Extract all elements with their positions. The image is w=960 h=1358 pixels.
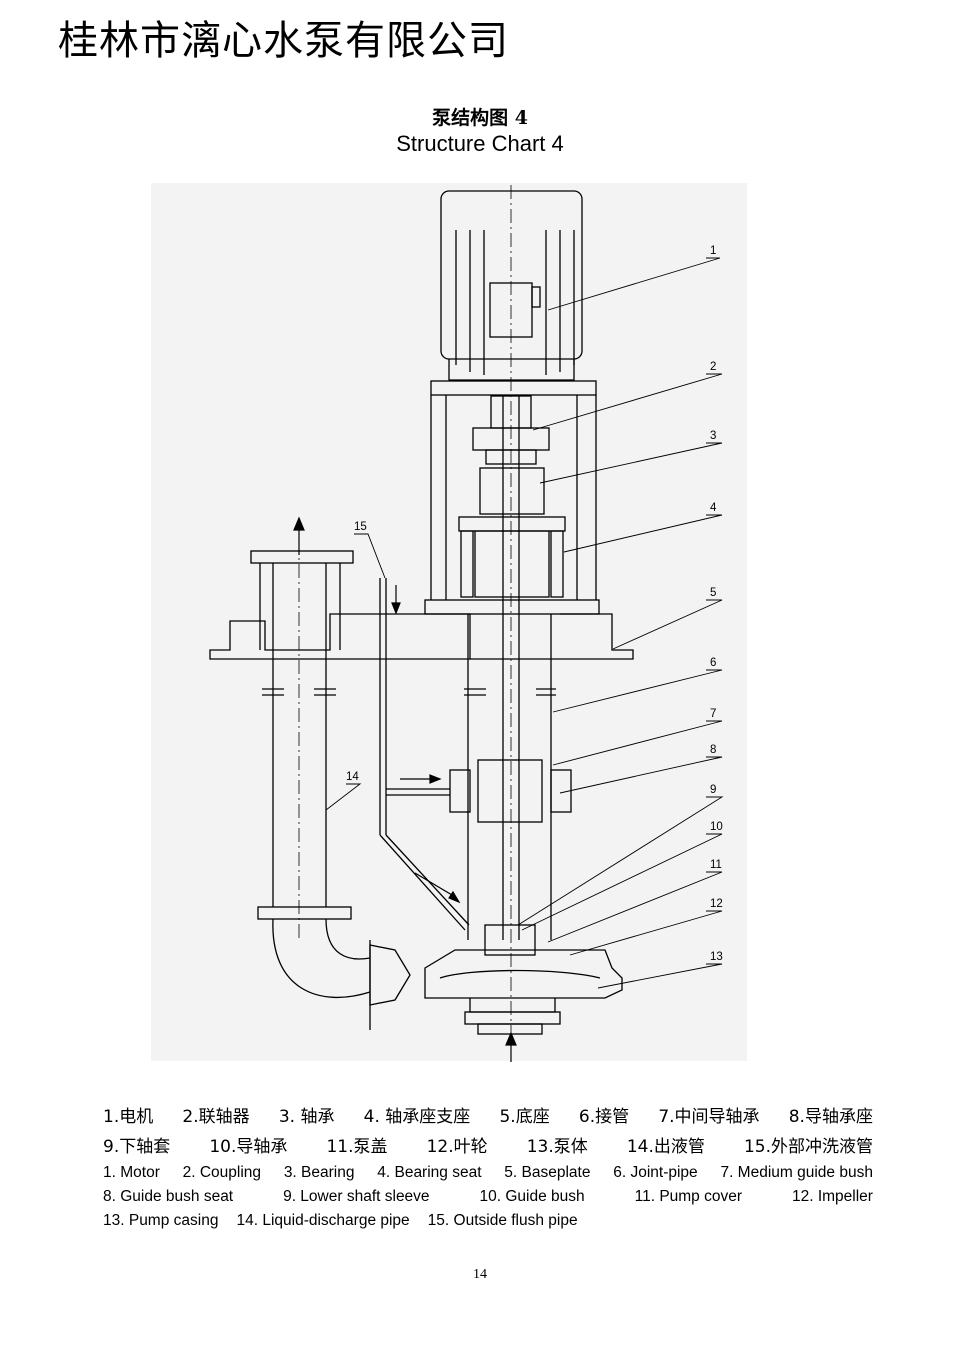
callout-10: 10 bbox=[710, 821, 723, 833]
legend-item: 11.泵盖 bbox=[326, 1137, 388, 1157]
legend-item: 9.下轴套 bbox=[103, 1137, 171, 1157]
callout-5: 5 bbox=[710, 587, 716, 599]
legend-item: 8.导轴承座 bbox=[788, 1107, 873, 1127]
legend-item: 11. Pump cover bbox=[634, 1188, 743, 1205]
legend-item: 1. Motor bbox=[103, 1164, 160, 1181]
pump-casing-drawing bbox=[424, 924, 623, 1035]
bearing-stand-drawing bbox=[424, 380, 600, 615]
legend-item: 12.叶轮 bbox=[426, 1137, 488, 1157]
legend-item: 14. Liquid-discharge pipe bbox=[236, 1212, 410, 1229]
motor-drawing bbox=[440, 190, 583, 381]
legend-en-row-1: 1. Motor 2. Coupling 3. Bearing 4. Beari… bbox=[103, 1161, 873, 1185]
legend-item: 12. Impeller bbox=[791, 1188, 873, 1205]
legend-item: 3. 轴承 bbox=[278, 1107, 335, 1127]
callout-15: 15 bbox=[354, 521, 367, 533]
joint-pipe-drawing bbox=[449, 395, 572, 940]
legend-item: 2.联轴器 bbox=[182, 1107, 250, 1127]
legend-item: 13.泵体 bbox=[526, 1137, 588, 1157]
legend-item: 15.外部冲洗液管 bbox=[743, 1137, 873, 1157]
company-name: 桂林市漓心水泵有限公司 bbox=[58, 18, 509, 64]
legend-item: 4. Bearing seat bbox=[377, 1164, 482, 1181]
legend-item: 10. Guide bush bbox=[479, 1188, 585, 1205]
discharge-pipe-drawing bbox=[250, 550, 411, 1030]
callout-6: 6 bbox=[710, 657, 716, 669]
callout-7: 7 bbox=[710, 708, 716, 720]
baseplate-drawing bbox=[209, 613, 634, 660]
legend-item: 7. Medium guide bush bbox=[720, 1164, 873, 1181]
legend-en-row-2: 8. Guide bush seat 9. Lower shaft sleeve… bbox=[103, 1185, 873, 1209]
legend-cn-row-2: 9.下轴套 10.导轴承 11.泵盖 12.叶轮 13.泵体 14.出液管 15… bbox=[103, 1132, 873, 1162]
legend-item: 1.电机 bbox=[103, 1107, 154, 1127]
legend-item: 8. Guide bush seat bbox=[103, 1188, 234, 1205]
legend-item: 9. Lower shaft sleeve bbox=[283, 1188, 430, 1205]
legend-item: 10.导轴承 bbox=[209, 1137, 288, 1157]
legend-cn: 1.电机 2.联轴器 3. 轴承 4. 轴承座支座 5.底座 6.接管 7.中间… bbox=[103, 1102, 873, 1162]
legend-en-row-3: 13. Pump casing 14. Liquid-discharge pip… bbox=[103, 1209, 873, 1233]
diagram-background bbox=[151, 183, 747, 1061]
page-number: 14 bbox=[473, 1267, 487, 1282]
callout-4: 4 bbox=[710, 502, 717, 514]
legend-item: 15. Outside flush pipe bbox=[427, 1212, 578, 1229]
legend-item: 3. Bearing bbox=[283, 1164, 355, 1181]
legend-item: 4. 轴承座支座 bbox=[363, 1107, 471, 1127]
callout-14: 14 bbox=[346, 771, 359, 783]
legend-item: 14.出液管 bbox=[626, 1137, 705, 1157]
callout-2: 2 bbox=[710, 361, 716, 373]
chart-title-en: Structure Chart 4 bbox=[396, 131, 564, 156]
legend-item: 5.底座 bbox=[499, 1107, 550, 1127]
callout-9: 9 bbox=[710, 784, 716, 796]
callout-3: 3 bbox=[710, 430, 716, 442]
callout-12: 12 bbox=[710, 898, 723, 910]
callout-8: 8 bbox=[710, 744, 716, 756]
chart-title-cn: 泵结构图 4 bbox=[432, 107, 528, 129]
legend-item: 6. Joint-pipe bbox=[613, 1164, 698, 1181]
legend-en: 1. Motor 2. Coupling 3. Bearing 4. Beari… bbox=[103, 1161, 873, 1233]
legend-item: 7.中间导轴承 bbox=[658, 1107, 760, 1127]
legend-cn-row-1: 1.电机 2.联轴器 3. 轴承 4. 轴承座支座 5.底座 6.接管 7.中间… bbox=[103, 1102, 873, 1132]
legend-item: 5. Baseplate bbox=[504, 1164, 591, 1181]
callout-11: 11 bbox=[710, 859, 722, 871]
legend-item: 6.接管 bbox=[578, 1107, 630, 1127]
legend-item: 13. Pump casing bbox=[103, 1212, 219, 1229]
flush-pipe-drawing bbox=[379, 578, 470, 931]
callout-1: 1 bbox=[710, 245, 716, 257]
legend-item: 2. Coupling bbox=[182, 1164, 262, 1181]
callout-13: 13 bbox=[710, 951, 723, 963]
